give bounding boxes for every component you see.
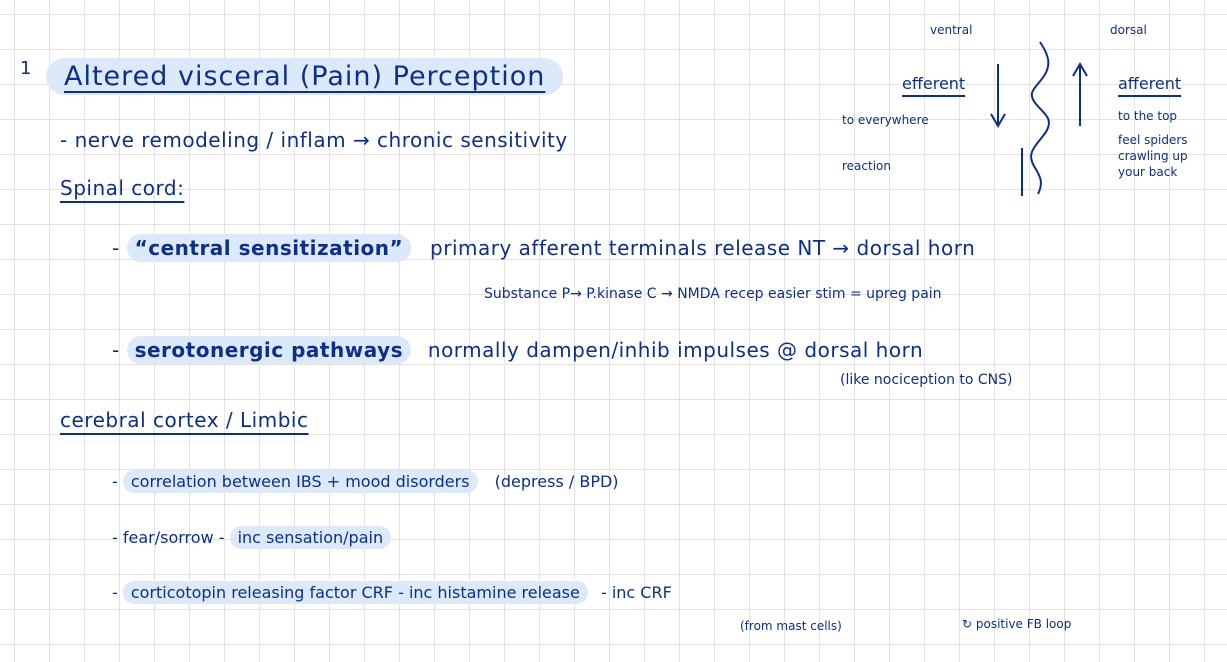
inc-crf-text: - inc CRF (600, 583, 672, 602)
serotonergic-text: normally dampen/inhib impulses @ dorsal … (427, 338, 924, 362)
correlation-text: (depress / BPD) (494, 472, 619, 491)
note-number: 1 (20, 58, 32, 79)
central-sensitization-text: primary afferent terminals release NT → … (430, 236, 976, 260)
substance-p-detail: Substance P→ P.kinase C → NMDA recep eas… (484, 286, 942, 302)
correlation-term: correlation between IBS + mood disorders (122, 470, 478, 493)
positive-feedback-loop: ↻ positive FB loop (962, 617, 1072, 631)
mast-cells-detail: (from mast cells) (740, 619, 842, 633)
spinal-pathway-diagram: ventral dorsal efferent to everywhere re… (830, 14, 1220, 214)
bullet-dash: - (112, 583, 123, 602)
inc-sensation-term: inc sensation/pain (229, 526, 392, 549)
spinal-cord-shape (1030, 41, 1050, 195)
crf-term: corticotopin releasing factor CRF - inc … (122, 581, 588, 604)
reaction-label: reaction (842, 159, 891, 173)
serotonergic-line: - serotonergic pathways normally dampen/… (112, 336, 924, 364)
fear-sorrow-text: - fear/sorrow - (112, 528, 230, 547)
up-arrow-icon (1072, 62, 1088, 126)
afferent-note-3: crawling up (1118, 149, 1188, 163)
down-arrow-icon (990, 64, 1006, 128)
dorsal-label: dorsal (1110, 23, 1147, 37)
central-sensitization-line: - “central sensitization” primary affere… (112, 234, 976, 262)
efferent-note: to everywhere (842, 113, 929, 127)
diagram-strokes (990, 41, 1088, 196)
afferent-label: afferent (1118, 74, 1182, 93)
bullet-dash: - (112, 338, 127, 362)
afferent-note-4: your back (1118, 165, 1178, 179)
correlation-line: - correlation between IBS + mood disorde… (112, 470, 619, 493)
afferent-note-1: to the top (1118, 109, 1178, 123)
nerve-remodeling-line: - nerve remodeling / inflam → chronic se… (60, 128, 568, 152)
bullet-dash: - (112, 236, 127, 260)
ventral-label: ventral (930, 23, 973, 37)
afferent-note-2: feel spiders (1118, 133, 1188, 147)
efferent-label: efferent (902, 74, 966, 93)
bullet-dash: - (112, 472, 123, 491)
serotonergic-term: serotonergic pathways (126, 336, 412, 364)
fear-sorrow-line: - fear/sorrow - inc sensation/pain (112, 526, 392, 549)
nociception-detail: (like nociception to CNS) (840, 372, 1013, 388)
page-title: Altered visceral (Pain) Perception (46, 58, 564, 95)
spinal-cord-heading: Spinal cord: (60, 176, 185, 200)
crf-line: - corticotopin releasing factor CRF - in… (112, 581, 672, 604)
central-sensitization-term: “central sensitization” (126, 234, 412, 262)
cortex-limbic-heading: cerebral cortex / Limbic (60, 408, 309, 432)
